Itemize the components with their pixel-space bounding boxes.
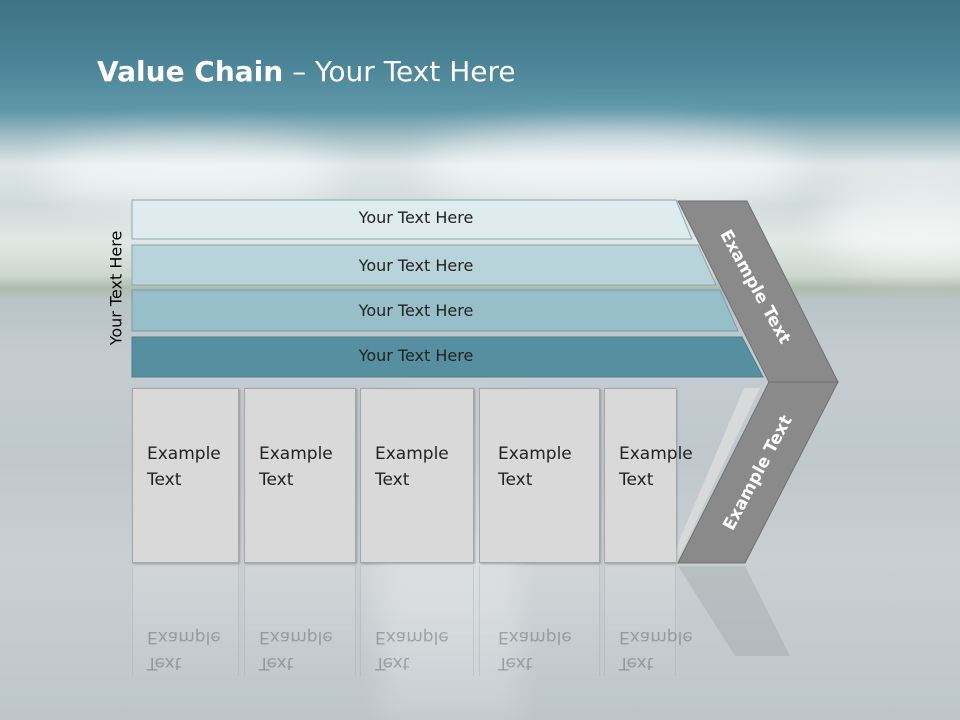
band-1-label: Your Text Here [358,208,474,227]
band-2[interactable] [131,244,717,286]
chevron-reflection [678,566,790,656]
band-1[interactable] [131,199,693,240]
band-3-label: Your Text Here [358,301,474,320]
title-rest: – Your Text Here [283,55,516,88]
title-bold: Value Chain [97,55,284,88]
chevron-lower[interactable] [677,381,839,564]
box-5-slanted-edge [676,388,760,563]
band-4-label: Your Text Here [358,346,474,365]
slide-title[interactable]: Value Chain – Your Text Here [97,55,516,88]
cloud [40,140,340,210]
cloud [420,130,800,210]
band-4[interactable] [131,336,764,378]
band-3[interactable] [131,289,739,332]
band-2-label: Your Text Here [358,256,474,275]
